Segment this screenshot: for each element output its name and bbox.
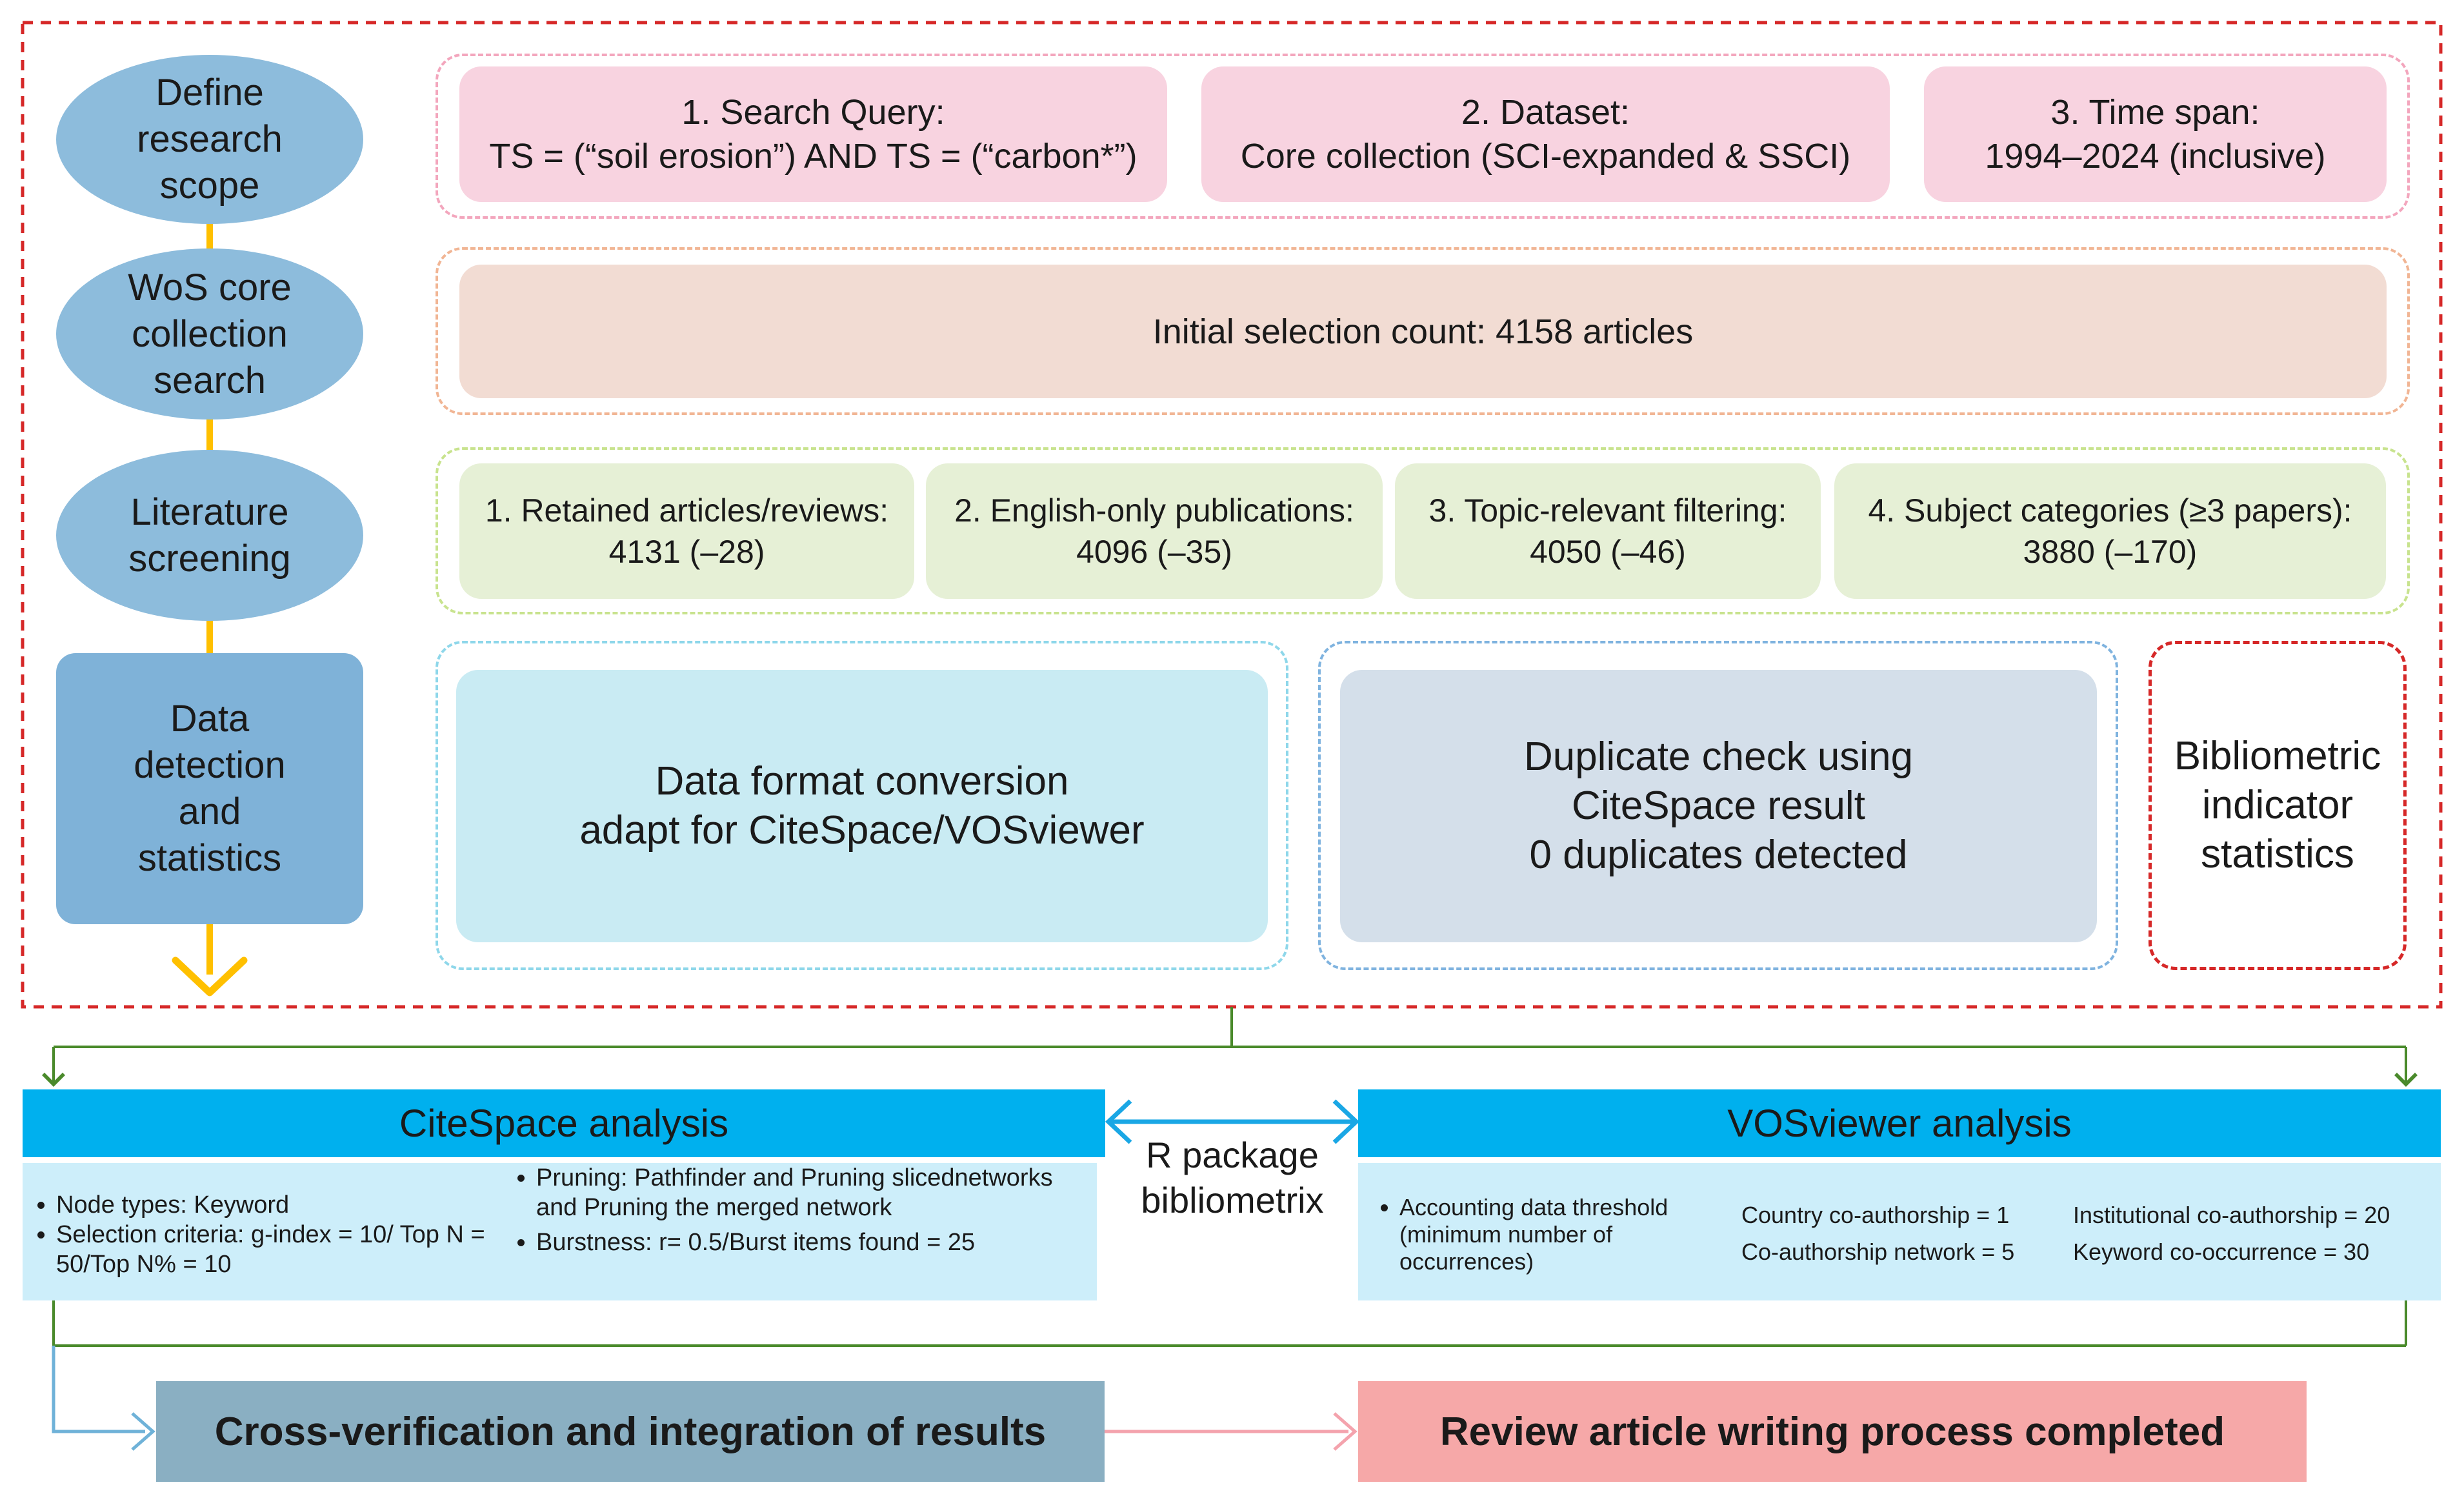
vosviewer-threshold: Accounting data threshold (minimum numbe… — [1370, 1194, 1705, 1275]
citespace-left-bullets: Node types: Keyword Selection criteria: … — [26, 1190, 497, 1279]
scope-group — [436, 54, 2410, 219]
selection-criteria-item: Selection criteria: g-index = 10/ Top N … — [56, 1220, 497, 1279]
citespace-title-bar: CiteSpace analysis — [23, 1089, 1105, 1157]
cross-verification-box: Cross-verification and integration of re… — [156, 1381, 1105, 1482]
vosviewer-title-bar: VOSviewer analysis — [1358, 1089, 2441, 1157]
citespace-right-bullets: Pruning: Pathfinder and Pruning slicedne… — [506, 1163, 1087, 1257]
step-data-detection: Data detection and statistics — [56, 653, 363, 924]
conversion-group — [436, 641, 1288, 970]
review-completed-box: Review article writing process completed — [1358, 1381, 2307, 1482]
step-wos-search: WoS core collection search — [56, 248, 363, 420]
coauthorship-network: Co-authorship network = 5 — [1741, 1239, 2015, 1265]
step-literature-screening: Literature screening — [56, 450, 363, 621]
screening-card-1: 1. Retained articles/reviews: 4131 (–28) — [459, 463, 914, 599]
burstness-item: Burstness: r= 0.5/Burst items found = 25 — [536, 1228, 1087, 1257]
time-span-card: 3. Time span: 1994–2024 (inclusive) — [1924, 66, 2387, 202]
screening-card-2: 2. English-only publications: 4096 (–35) — [926, 463, 1383, 599]
institutional-coauthorship: Institutional co-authorship = 20 — [2073, 1202, 2390, 1228]
threshold-item: Accounting data threshold (minimum numbe… — [1399, 1194, 1705, 1275]
node-types-item: Node types: Keyword — [56, 1190, 497, 1220]
bibliometric-statistics-box: Bibliometric indicator statistics — [2148, 641, 2407, 970]
duplicate-check-card: Duplicate check using CiteSpace result 0… — [1340, 670, 2097, 942]
keyword-cooccurrence: Keyword co-occurrence = 30 — [2073, 1239, 2370, 1265]
initial-count-card: Initial selection count: 4158 articles — [459, 265, 2387, 398]
country-coauthorship: Country co-authorship = 1 — [1741, 1202, 2010, 1228]
step-define-research-scope: Define research scope — [56, 55, 363, 224]
search-group — [436, 247, 2410, 415]
screening-card-4: 4. Subject categories (≥3 papers): 3880 … — [1834, 463, 2386, 599]
r-package-label: R package bibliometrix — [1141, 1135, 1324, 1220]
search-query-card: 1. Search Query: TS = (“soil erosion”) A… — [459, 66, 1167, 202]
screening-card-3: 3. Topic-relevant filtering: 4050 (–46) — [1395, 463, 1821, 599]
format-conversion-card: Data format conversion adapt for CiteSpa… — [456, 670, 1268, 942]
step-arrowhead — [172, 956, 248, 996]
duplicate-group — [1318, 641, 2118, 970]
cross-arrow — [52, 1346, 145, 1433]
dataset-card: 2. Dataset: Core collection (SCI-expande… — [1201, 66, 1890, 202]
pruning-item: Pruning: Pathfinder and Pruning slicedne… — [536, 1163, 1087, 1222]
vosviewer-details: Accounting data threshold (minimum numbe… — [1358, 1163, 2441, 1300]
citespace-details: Node types: Keyword Selection criteria: … — [23, 1163, 1097, 1300]
screening-group — [436, 447, 2410, 614]
